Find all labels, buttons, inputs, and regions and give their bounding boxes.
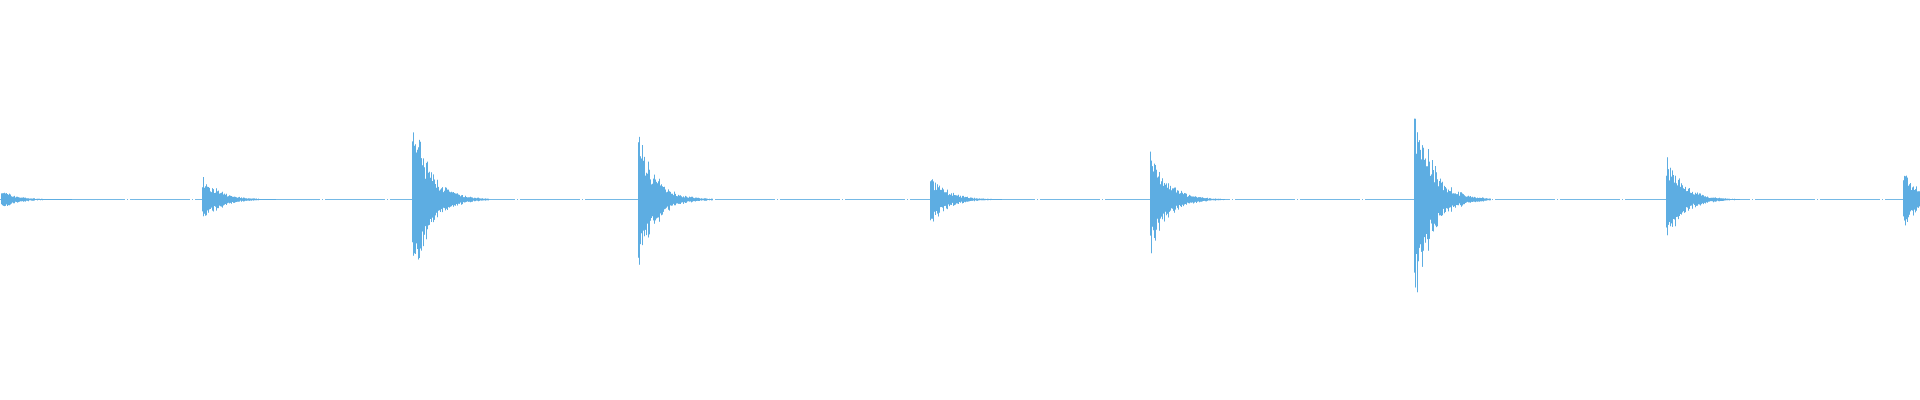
waveform-transient-3	[412, 132, 489, 260]
waveform-transient-9	[1903, 175, 1920, 226]
waveform-transient-8	[1666, 157, 1740, 236]
waveform-transient-7	[1414, 118, 1491, 293]
waveform-transient-5	[930, 179, 1002, 222]
waveform-transients	[1, 118, 1920, 293]
waveform-transient-4	[638, 136, 713, 265]
waveform-transient-6	[1150, 151, 1225, 254]
waveform-transient-1	[1, 192, 72, 207]
waveform-transient-2	[202, 177, 276, 217]
